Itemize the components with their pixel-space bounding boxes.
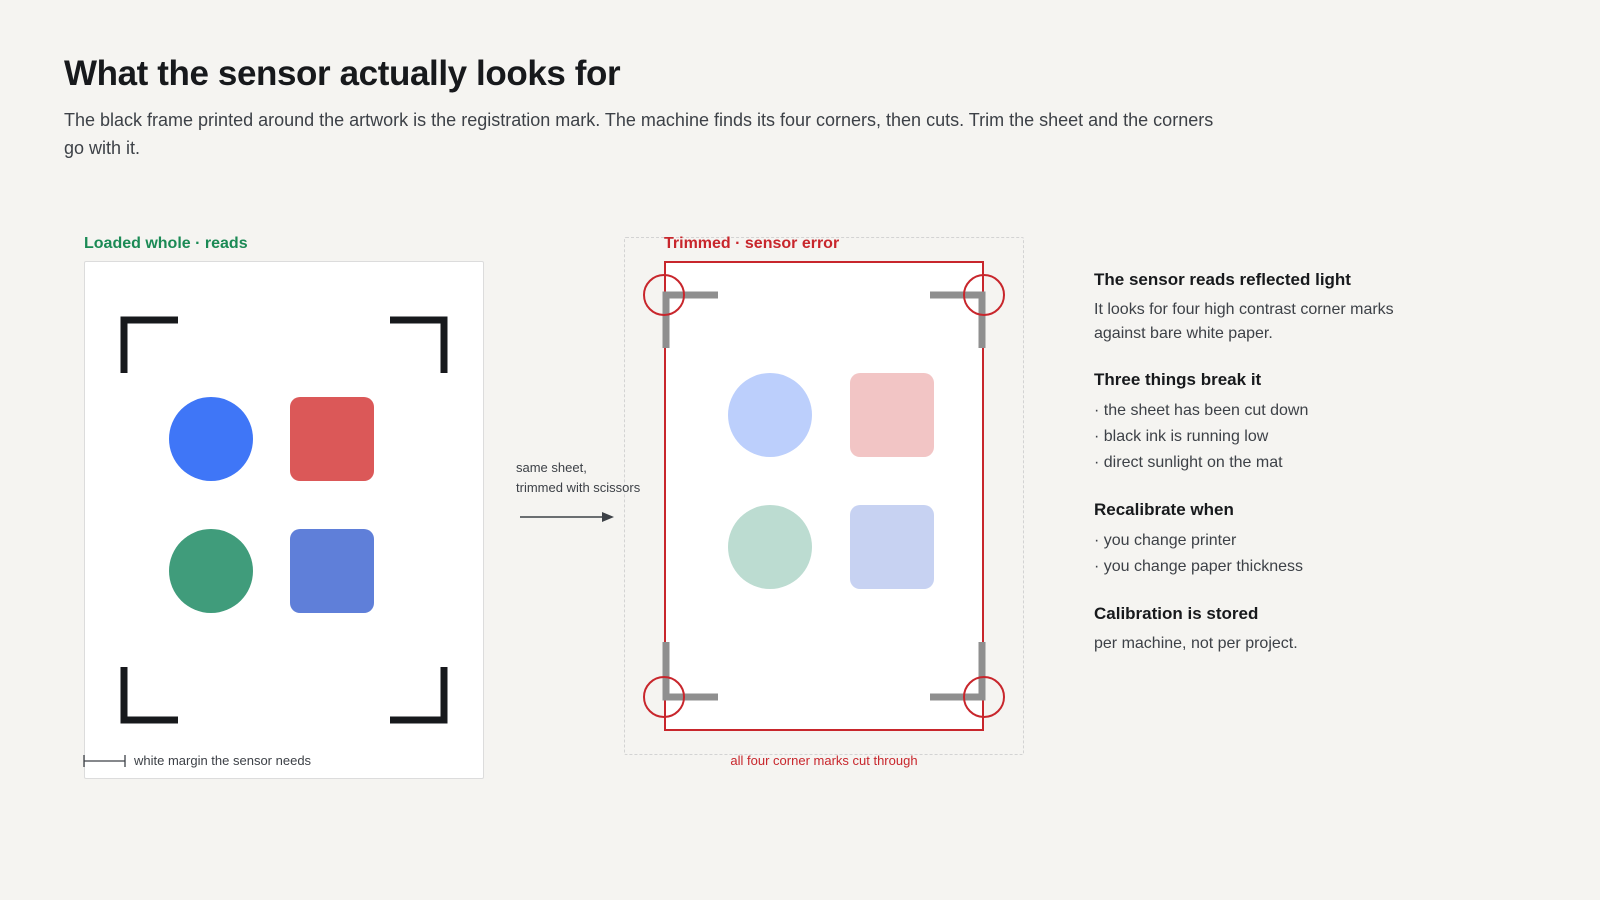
note-stored-heading: Calibration is stored <box>1094 604 1259 623</box>
blue-circle <box>169 397 253 481</box>
note-breaks-list: the sheet has been cut down black ink is… <box>1094 398 1394 476</box>
note-sensor-heading: The sensor reads reflected light <box>1094 270 1351 289</box>
margin-note: white margin the sensor needs <box>134 753 312 768</box>
faded-blue-circle <box>728 373 812 457</box>
note-recalibrate: Recalibrate when you change printer you … <box>1094 500 1394 580</box>
cut-mark-bottom-right <box>930 642 986 701</box>
original-sheet-outline <box>624 237 1024 755</box>
cut-mark-top-left <box>662 291 718 348</box>
margin-dimension <box>83 755 126 767</box>
arrow-note-line1: same sheet, <box>516 460 587 475</box>
page-subtitle: The black frame printed around the artwo… <box>64 110 1214 158</box>
list-item: you change paper thickness <box>1094 554 1394 580</box>
faded-green-circle <box>728 505 812 589</box>
note-sensor: The sensor reads reflected light It look… <box>1094 270 1394 346</box>
loaded-whole-label: Loaded whole · reads <box>84 235 248 252</box>
corner-mark-top-left <box>120 316 178 373</box>
trimmed-label: Trimmed · sensor error <box>664 235 840 252</box>
page-title: What the sensor actually looks for <box>64 54 621 93</box>
notes-column: The sensor reads reflected light It look… <box>1094 270 1394 680</box>
trimmed-sheet <box>664 261 984 731</box>
corner-mark-top-right <box>390 316 448 373</box>
cut-mark-bottom-left <box>662 642 718 701</box>
arrow-note-line2: trimmed with scissors <box>516 480 641 495</box>
green-circle <box>169 529 253 613</box>
error-circle-bottom-right <box>963 676 1005 718</box>
note-breaks: Three things break it the sheet has been… <box>1094 370 1394 476</box>
whole-sheet <box>84 261 484 779</box>
list-item: you change printer <box>1094 528 1394 554</box>
error-circle-bottom-left <box>643 676 685 718</box>
corner-mark-bottom-left <box>120 667 178 724</box>
registration-marks <box>120 316 448 724</box>
faded-blue-square <box>850 505 934 589</box>
cut-corner-marks <box>662 291 986 701</box>
corner-mark-bottom-right <box>390 667 448 724</box>
arrow-note: same sheet, trimmed with scissors <box>516 458 640 498</box>
blue-square <box>290 529 374 613</box>
list-item: the sheet has been cut down <box>1094 398 1394 424</box>
error-circle-top-left <box>643 274 685 316</box>
note-sensor-text: It looks for four high contrast corner m… <box>1094 301 1394 342</box>
cut-mark-top-right <box>930 291 986 348</box>
arrow <box>520 512 614 522</box>
note-breaks-heading: Three things break it <box>1094 370 1262 389</box>
error-circles <box>643 274 1005 718</box>
error-circle-top-right <box>963 274 1005 316</box>
note-recalibrate-list: you change printer you change paper thic… <box>1094 528 1394 580</box>
red-square <box>290 397 374 481</box>
error-note: all four corner marks cut through <box>730 753 918 768</box>
faded-red-square <box>850 373 934 457</box>
note-stored-text: per machine, not per project. <box>1094 635 1298 652</box>
list-item: direct sunlight on the mat <box>1094 450 1394 476</box>
note-stored: Calibration is stored per machine, not p… <box>1094 604 1394 656</box>
list-item: black ink is running low <box>1094 424 1394 450</box>
note-recalibrate-heading: Recalibrate when <box>1094 500 1234 519</box>
